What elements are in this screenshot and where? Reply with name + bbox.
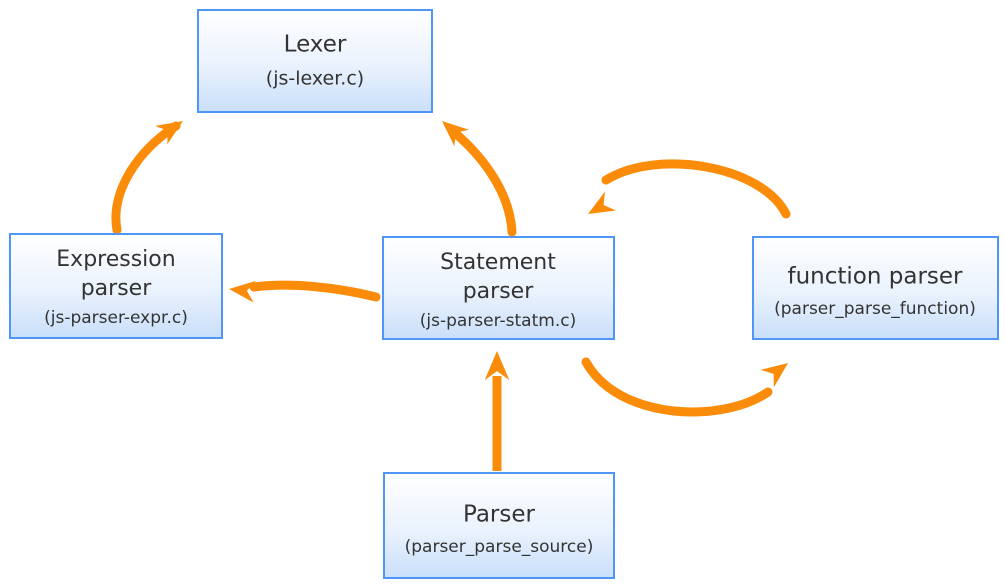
arrow-parser-to-statement-parser [484,351,510,471]
node-expression-parser-title-line2: parser [81,276,152,301]
arrow-function-parser-to-statement-parser-line [601,159,791,219]
arrow-function-parser-to-statement-parser [582,159,791,224]
node-parser-box[interactable] [383,472,615,579]
node-parser[interactable]: Parser (parser_parse_source) [383,472,615,579]
node-statement-parser[interactable]: Statement parser (js-parser-statm.c) [382,236,615,340]
node-lexer-title: Lexer [284,32,347,58]
arrow-expression-parser-to-lexer-line [111,121,181,235]
arrow-expression-parser-to-lexer [111,111,189,235]
node-lexer-subtitle: (js-lexer.c) [266,68,364,90]
node-function-parser[interactable]: function parser (parser_parse_function) [752,236,999,340]
arrow-statement-parser-to-function-parser-line [581,357,773,417]
node-statement-parser-title-line2: parser [463,279,534,304]
node-expression-parser-subtitle: (js-parser-expr.c) [44,308,188,328]
node-statement-parser-subtitle: (js-parser-statm.c) [420,311,576,331]
node-function-parser-title: function parser [787,264,963,290]
arrow-statement-parser-to-expression-parser-line [249,280,381,302]
node-lexer-box[interactable] [197,9,433,113]
node-parser-subtitle: (parser_parse_source) [405,537,594,557]
arrow-parser-to-statement-parser-head [484,351,510,381]
node-statement-parser-title-line1: Statement [440,250,556,275]
node-expression-parser-title-line1: Expression [56,247,175,272]
node-lexer[interactable]: Lexer (js-lexer.c) [197,9,433,113]
nodes-layer: Lexer (js-lexer.c) Expression parser (js… [9,9,999,579]
node-function-parser-box[interactable] [752,236,999,340]
node-expression-parser-box[interactable] [9,233,223,339]
arrow-statement-parser-to-lexer [434,112,517,237]
node-expression-parser[interactable]: Expression parser (js-parser-expr.c) [9,233,223,339]
node-parser-title: Parser [463,502,536,528]
arrow-statement-parser-to-function-parser-head [760,354,795,388]
node-function-parser-subtitle: (parser_parse_function) [774,299,976,319]
edges-layer [111,111,795,471]
arrow-statement-parser-to-expression-parser [227,278,381,303]
arrow-statement-parser-to-lexer-line [450,128,517,237]
arrow-function-parser-to-statement-parser-head [582,191,617,224]
arrow-statement-parser-to-function-parser [581,354,795,417]
node-statement-parser-box[interactable] [382,236,615,340]
